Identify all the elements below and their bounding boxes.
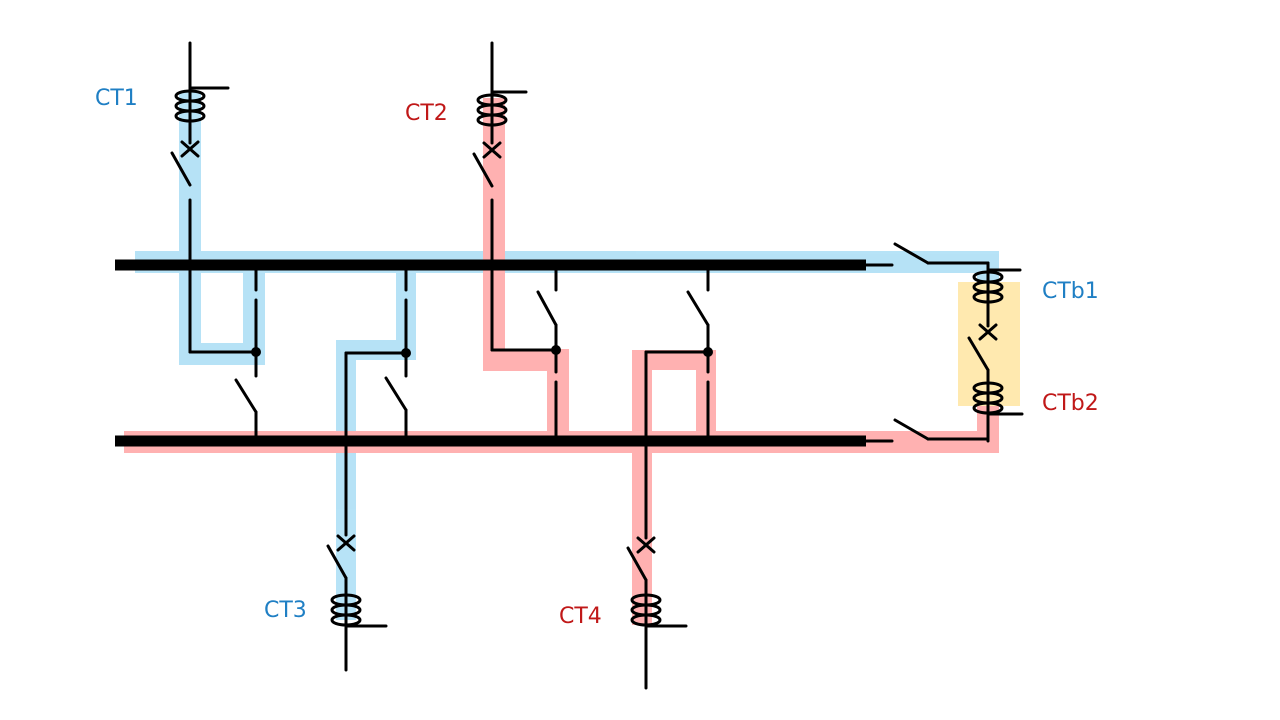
feeder-2-bus1-disconnector-icon [536,268,558,352]
ct2-label: CT2 [405,101,448,126]
feeder-2-breaker-icon [472,141,502,188]
tie-bus2-disconnector-icon [864,418,990,443]
protection-zones [124,92,1020,625]
ct3-coil-icon [330,593,388,628]
feeder-4-breaker-icon [626,536,656,582]
feeder-3-bus2-disconnector-icon [384,376,408,438]
bus1-zone-ct1-feeder [179,92,265,365]
bus2-zone-ct2-feeder [483,98,569,436]
feeder-1 [170,41,261,438]
bus2-zone-ct4-feeder [632,350,716,625]
ctb1-coil-icon [972,268,1022,304]
feeder-2 [472,41,561,438]
feeder-1-bus2-disconnector-icon [234,378,258,438]
feeder-1-breaker-icon [170,140,200,187]
ctb2-coil-icon [972,381,1024,416]
ctb1-label: CTb1 [1042,279,1099,304]
ct1-coil-icon [174,86,230,123]
ct4-label: CT4 [559,604,602,629]
feeder-1-junction-dot [251,347,261,357]
ct3-label: CT3 [264,598,307,623]
feeder-3-junction-dot [401,348,411,358]
ct4-coil-icon [630,593,688,628]
bus-tie [864,242,1024,443]
feeder-4-junction-dot [703,347,713,357]
tie-bus1-disconnector-icon [864,242,990,267]
ct1-label: CT1 [95,86,138,111]
feeder-4-bus1-disconnector-icon [686,268,710,354]
ctb2-label: CTb2 [1042,391,1099,416]
ct-labels: CT1 CT2 CT3 CT4 CTb1 CTb2 [95,86,1099,629]
feeder-3 [326,268,411,672]
feeder-4 [626,268,713,690]
feeder-2-junction-dot [551,345,561,355]
tie-breaker-icon [967,323,998,372]
feeder-3-breaker-icon [326,534,356,580]
ct2-coil-icon [476,90,528,127]
